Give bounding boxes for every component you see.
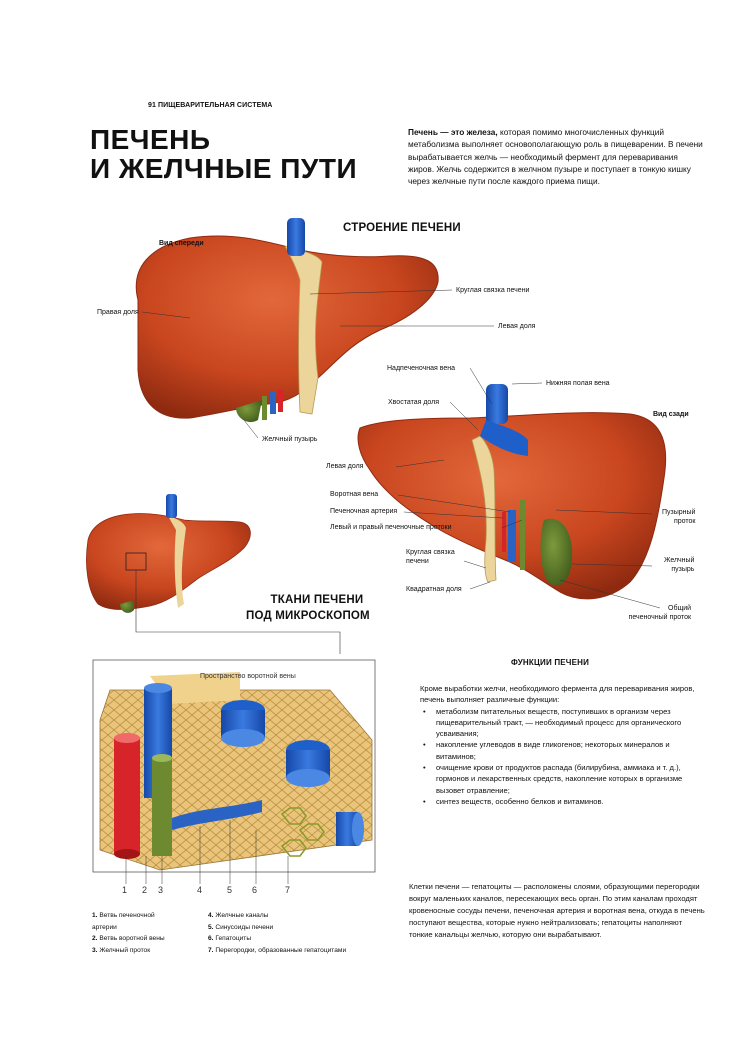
structure-title: СТРОЕНИЕ ПЕЧЕНИ [343,222,461,234]
section-header: 91 ПИЩЕВАРИТЕЛЬНАЯ СИСТЕМА [148,102,273,109]
label-left-lobe-back: Левая доля [326,463,364,470]
label-hepatic-vein: Надпеченочная вена [387,365,456,372]
micro-title-line-1: ТКАНИ ПЕЧЕНИ [270,594,364,606]
intro-lead: Печень — это железа, [408,127,498,137]
label-gallbladder: Желчный пузырь [262,436,318,443]
legend-item: 1. Ветвь печеночной [92,912,155,919]
leader-lines [141,289,661,609]
label-common-duct-1: Общий [668,605,692,612]
cells-paragraph: Клетки печени — гепатоциты — расположены… [409,882,705,939]
label-round-ligament: Круглая связка печени [456,287,530,294]
label-gallbladder-back-1: Желчный [664,557,695,564]
functions-block: Кроме выработки желчи, необходимого ферм… [420,683,704,808]
page-title: ПЕЧЕНЬ И ЖЕЛЧНЫЕ ПУТИ [90,125,357,183]
micro-title-line-2: ПОД МИКРОСКОПОМ [246,610,370,622]
label-cystic-duct-1: Пузырный [662,509,696,516]
label-hepatic-artery: Печеночная артерия [330,508,398,515]
label-gallbladder-back: Желчный пузырь [664,556,694,574]
micro-title: ТКАНИ ПЕЧЕНИ ПОД МИКРОСКОПОМ [246,592,370,624]
legend-left: 1. Ветвь печеночной артерии 2. Ветвь вор… [92,910,165,956]
functions-list: метаболизм питательных веществ, поступив… [420,706,704,808]
legend-right: 4. Желчные каналы 5. Синусоиды печени 6.… [208,910,346,956]
tissue-illustration [92,659,376,884]
intro-text: которая помимо многочисленных функций ме… [408,127,703,187]
tissue-num-7: 7 [285,885,291,895]
liver-front-illustration [135,218,439,423]
legend-item: артерии [92,923,117,931]
liver-back-illustration [357,384,667,600]
title-line-1: ПЕЧЕНЬ [90,124,211,155]
tissue-num-3: 3 [158,885,164,895]
tissue-num-2: 2 [142,885,148,895]
label-hepatic-ducts: Левый и правый печеночные протоки [330,524,452,531]
legend-item: 6. Гепатоциты [208,935,252,943]
list-item: метаболизм питательных веществ, поступив… [420,706,704,740]
label-cystic-duct: Пузырный проток [662,508,695,526]
tissue-num-4: 4 [197,885,203,895]
tissue-num-1: 1 [122,885,128,895]
back-view-label: Вид сзади [653,411,689,418]
label-left-lobe: Левая доля [498,323,536,330]
list-item: очищение крови от продуктов распада (бил… [420,762,704,796]
label-ivc: Нижняя полая вена [546,380,610,387]
label-portal-space: Пространство воротной вены [200,673,296,680]
tissue-num-6: 6 [252,885,258,895]
title-line-2: И ЖЕЛЧНЫЕ ПУТИ [90,153,358,184]
list-item: синтез веществ, особенно белков и витами… [420,796,704,808]
label-cystic-duct-2: проток [673,518,696,525]
label-right-lobe: Правая доля [97,309,139,316]
label-common-duct-2: печеночный проток [628,614,692,621]
liver-small-illustration [86,494,341,654]
list-item: накопление углеводов в виде гликогенов; … [420,739,704,762]
label-quadrate-lobe: Квадратная доля [406,586,462,593]
label-common-duct: Общий печеночный проток [622,604,692,622]
label-round-ligament-back-2: печени [406,558,429,565]
legend-item: 3. Желчный проток [92,946,151,954]
legend-item: 7. Перегородки, образованные гепатоцитам… [208,946,347,954]
label-gallbladder-back-2: пузырь [671,566,695,573]
legend-item: 2. Ветвь воротной вены [92,935,165,943]
legend-item: 5. Синусоиды печени [208,923,274,931]
tissue-num-5: 5 [227,885,233,895]
front-view-label: Вид спереди [159,240,204,247]
functions-title: ФУНКЦИИ ПЕЧЕНИ [511,658,590,667]
functions-intro: Кроме выработки желчи, необходимого ферм… [420,684,695,705]
legend-item: 4. Желчные каналы [208,912,269,919]
label-caudate-lobe: Хвостатая доля [388,399,440,406]
label-portal-vein: Воротная вена [330,491,379,498]
label-round-ligament-back: Круглая связка печени [406,548,455,566]
intro-paragraph: Печень — это железа, которая помимо мног… [408,126,703,187]
label-round-ligament-back-1: Круглая связка [406,549,455,556]
